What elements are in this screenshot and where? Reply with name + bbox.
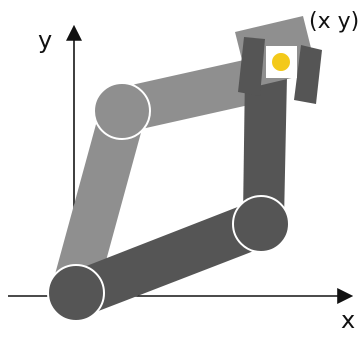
bottom-link [71,201,272,315]
end-effector-target-point [270,51,292,73]
y-axis-label: y [38,26,52,54]
lower-left-link [54,106,145,290]
right-link [243,72,287,220]
upper-left-joint [93,82,151,140]
lower-right-joint [232,195,290,253]
end-effector-label: (x y) [309,9,359,34]
base-joint [47,264,105,322]
x-axis-label: x [341,306,355,334]
gripper-left-jaw [238,37,265,96]
upper-link [118,57,267,132]
gripper-right-jaw [294,45,322,104]
